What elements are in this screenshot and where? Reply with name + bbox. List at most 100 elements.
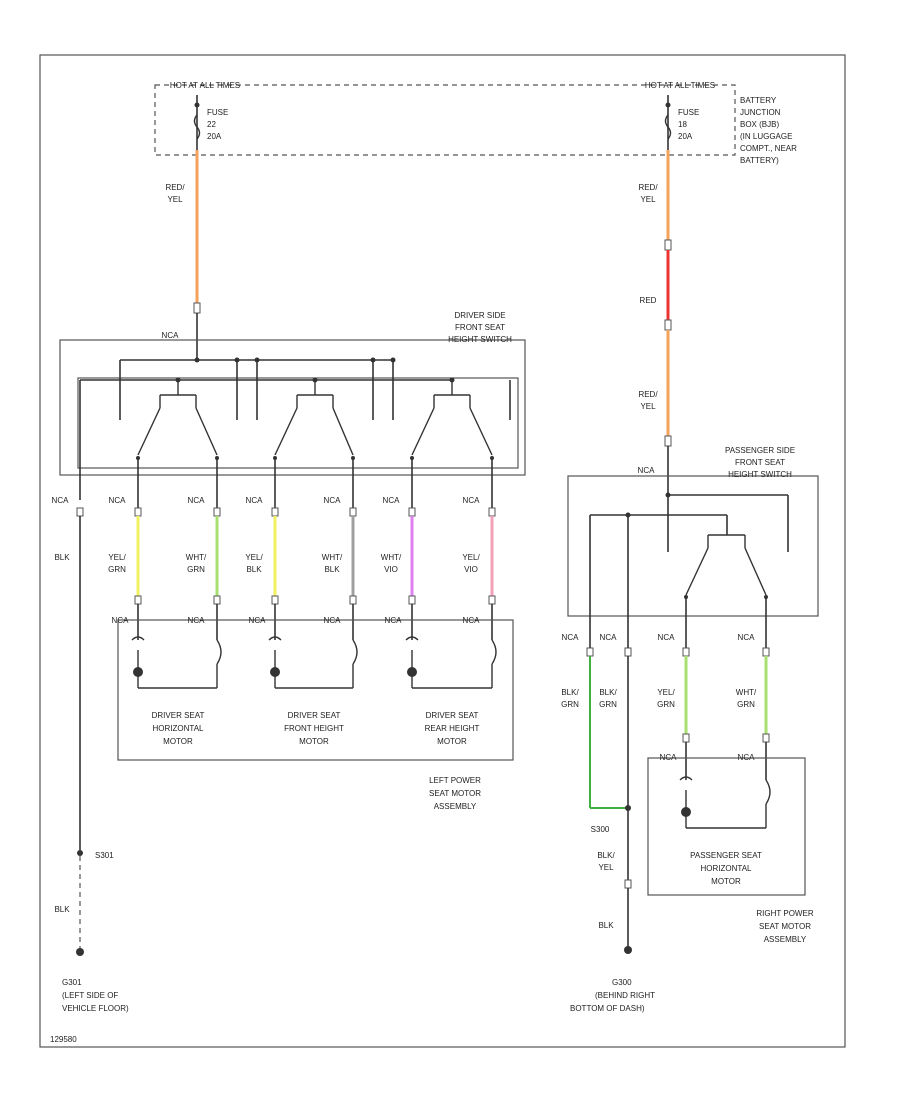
driver-seat-horizontal-motor: DRIVER SEAT HORIZONTAL MOTOR <box>131 636 222 746</box>
svg-text:GRN: GRN <box>657 700 675 709</box>
svg-text:VEHICLE FLOOR): VEHICLE FLOOR) <box>62 1004 129 1013</box>
svg-text:NCA: NCA <box>738 633 756 642</box>
connector <box>664 239 672 251</box>
svg-text:FRONT HEIGHT: FRONT HEIGHT <box>284 724 344 733</box>
svg-text:GRN: GRN <box>187 565 205 574</box>
svg-text:REAR HEIGHT: REAR HEIGHT <box>425 724 480 733</box>
svg-text:PASSENGER SIDE: PASSENGER SIDE <box>725 446 795 455</box>
figure-id: 129580 <box>50 1035 77 1044</box>
svg-text:WHT/: WHT/ <box>736 688 757 697</box>
svg-text:YEL/: YEL/ <box>657 688 675 697</box>
driver-switch-front-height <box>273 380 355 460</box>
svg-text:ASSEMBLY: ASSEMBLY <box>764 935 807 944</box>
left-power-seat-motor-assembly <box>117 619 514 761</box>
svg-text:SEAT MOTOR: SEAT MOTOR <box>759 922 811 931</box>
svg-text:20A: 20A <box>207 132 222 141</box>
svg-text:20A: 20A <box>678 132 693 141</box>
svg-text:DRIVER SEAT: DRIVER SEAT <box>152 711 205 720</box>
svg-text:NCA: NCA <box>188 616 206 625</box>
passenger-wire-labels: BLK/ GRN BLK/ GRN YEL/ GRN WHT/ GRN <box>561 688 757 709</box>
driver-seat-front-height-motor: DRIVER SEAT FRONT HEIGHT MOTOR <box>268 636 358 746</box>
hot-at-all-times-left: HOT AT ALL TIMES <box>170 81 240 90</box>
passenger-switch-mechanism <box>684 534 768 599</box>
left-assembly-label: LEFT POWER SEAT MOTOR ASSEMBLY <box>429 776 481 811</box>
svg-text:WHT/: WHT/ <box>381 553 402 562</box>
passenger-seat-switch-box <box>567 475 819 617</box>
svg-text:BLK: BLK <box>324 565 340 574</box>
passenger-seat-horizontal-motor: PASSENGER SEAT HORIZONTAL MOTOR <box>679 776 771 886</box>
svg-text:NCA: NCA <box>385 616 403 625</box>
svg-text:18: 18 <box>678 120 687 129</box>
svg-text:BATTERY: BATTERY <box>740 96 777 105</box>
svg-text:SEAT MOTOR: SEAT MOTOR <box>429 789 481 798</box>
battery-junction-box-outline <box>154 84 736 156</box>
svg-text:BLK: BLK <box>54 905 70 914</box>
driver-switch-rear-height <box>410 380 494 460</box>
svg-text:YEL/: YEL/ <box>245 553 263 562</box>
passenger-output-wires <box>586 597 770 809</box>
svg-text:FUSE: FUSE <box>207 108 228 117</box>
svg-text:S300: S300 <box>591 825 610 834</box>
svg-text:BLK: BLK <box>598 921 614 930</box>
svg-text:VIO: VIO <box>384 565 398 574</box>
hot-at-all-times-right: HOT AT ALL TIMES <box>645 81 715 90</box>
svg-text:HORIZONTAL: HORIZONTAL <box>701 864 753 873</box>
svg-text:MOTOR: MOTOR <box>711 877 741 886</box>
svg-text:(LEFT SIDE OF: (LEFT SIDE OF <box>62 991 118 1000</box>
svg-text:BLK/: BLK/ <box>597 851 615 860</box>
svg-text:NCA: NCA <box>324 496 342 505</box>
svg-text:NCA: NCA <box>383 496 401 505</box>
passenger-switch-label: PASSENGER SIDE FRONT SEAT HEIGHT SWITCH <box>725 446 795 479</box>
svg-text:NCA: NCA <box>188 496 206 505</box>
svg-text:GRN: GRN <box>737 700 755 709</box>
driver-nca-labels: NCA NCA NCA NCA NCA NCA <box>109 496 481 505</box>
svg-text:NCA: NCA <box>600 633 618 642</box>
driver-motor-nca-labels: NCA NCA NCA NCA NCA NCA <box>112 616 481 625</box>
svg-text:DRIVER SIDE: DRIVER SIDE <box>454 311 505 320</box>
svg-text:WHT/: WHT/ <box>186 553 207 562</box>
svg-text:DRIVER SEAT: DRIVER SEAT <box>426 711 479 720</box>
svg-text:FRONT SEAT: FRONT SEAT <box>455 323 505 332</box>
svg-text:YEL/: YEL/ <box>108 553 126 562</box>
svg-text:PASSENGER SEAT: PASSENGER SEAT <box>690 851 762 860</box>
svg-text:BLK: BLK <box>246 565 262 574</box>
svg-text:LEFT POWER: LEFT POWER <box>429 776 481 785</box>
svg-text:BOTTOM OF DASH): BOTTOM OF DASH) <box>570 1004 645 1013</box>
svg-text:NCA: NCA <box>562 633 580 642</box>
wire-label-red: RED <box>640 296 657 305</box>
driver-switch-inner <box>77 377 519 469</box>
right-ground-circuit: S300 BLK/ YEL BLK G300 (BEHIND RIGHT BOT… <box>570 805 655 1013</box>
svg-text:DRIVER SEAT: DRIVER SEAT <box>288 711 341 720</box>
passenger-motor-nca-labels: NCA NCA <box>660 753 756 762</box>
nca-pass-top: NCA <box>638 466 656 475</box>
svg-text:NCA: NCA <box>660 753 678 762</box>
svg-text:BLK/: BLK/ <box>561 688 579 697</box>
wire-label-red-yel-left: RED/ <box>165 183 185 192</box>
right-assembly-label: RIGHT POWER SEAT MOTOR ASSEMBLY <box>756 909 813 944</box>
wire-label-right-top: RED/ <box>638 183 658 192</box>
junction-box-label: BATTERY JUNCTION BOX (BJB) (IN LUGGAGE C… <box>740 96 797 165</box>
wire-label-right-mid: RED/ <box>638 390 658 399</box>
svg-text:ASSEMBLY: ASSEMBLY <box>434 802 477 811</box>
connector <box>193 302 201 314</box>
svg-text:22: 22 <box>207 120 216 129</box>
connector <box>664 435 672 447</box>
svg-text:(IN LUGGAGE: (IN LUGGAGE <box>740 132 792 141</box>
right-power-seat-motor-assembly <box>647 757 806 896</box>
svg-text:BLK/: BLK/ <box>599 688 617 697</box>
svg-text:FRONT SEAT: FRONT SEAT <box>735 458 785 467</box>
svg-text:NCA: NCA <box>324 616 342 625</box>
svg-text:NCA: NCA <box>658 633 676 642</box>
driver-output-wires <box>134 458 496 640</box>
svg-text:HEIGHT SWITCH: HEIGHT SWITCH <box>448 335 512 344</box>
svg-text:RIGHT POWER: RIGHT POWER <box>756 909 813 918</box>
svg-text:S301: S301 <box>95 851 114 860</box>
wire-label-right-mid-2: YEL <box>640 402 656 411</box>
svg-text:GRN: GRN <box>599 700 617 709</box>
svg-text:BATTERY): BATTERY) <box>740 156 779 165</box>
svg-text:MOTOR: MOTOR <box>163 737 193 746</box>
svg-text:MOTOR: MOTOR <box>437 737 467 746</box>
driver-switch-label: DRIVER SIDE FRONT SEAT HEIGHT SWITCH <box>448 311 512 344</box>
wire-label-right-top-2: YEL <box>640 195 656 204</box>
